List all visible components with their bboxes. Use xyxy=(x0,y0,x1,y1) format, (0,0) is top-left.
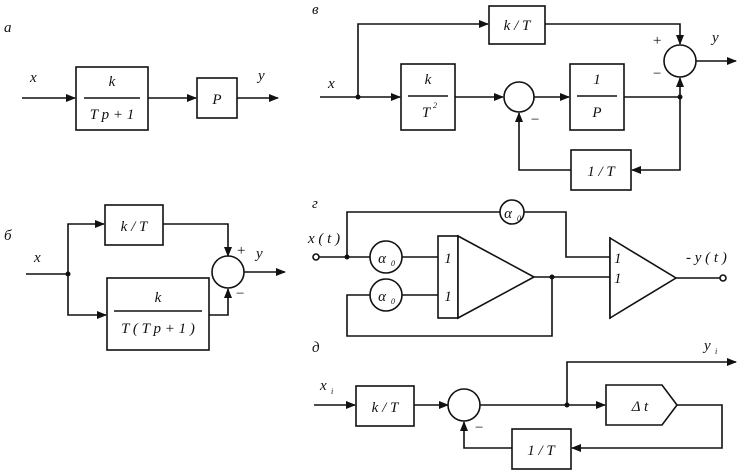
panel-v-inner-summer xyxy=(503,81,535,113)
panel-g-input-label: x ( t ) xyxy=(307,231,340,247)
panel-g-upper-branch xyxy=(346,211,500,257)
panel-d-fb-to-sum xyxy=(460,421,512,449)
panel-d-output-arrow xyxy=(566,358,737,405)
panel-a-label: а xyxy=(4,20,12,36)
panel-b-summer xyxy=(211,255,245,289)
panel-d-sign-minus: − xyxy=(474,420,484,436)
panel-v-block-top-text: k / T xyxy=(504,18,532,34)
panel-g-input-terminal xyxy=(312,253,320,261)
panel-v-output-label: y xyxy=(710,30,719,46)
panel-g-coef-top-to-amp2 xyxy=(524,211,610,258)
panel-d-block-fb xyxy=(511,428,572,470)
panel-v-block-mid-num: 1 xyxy=(593,72,601,88)
panel-d-input-label: x xyxy=(319,378,327,394)
panel-v-sign-minus: − xyxy=(652,66,662,82)
panel-v-top-to-sum xyxy=(545,23,684,45)
panel-b-block-bottom-den: T ( T p + 1 ) xyxy=(121,321,195,337)
panel-g-amp2 xyxy=(609,236,678,320)
panel-b-block-bottom-num: k xyxy=(155,290,162,306)
panel-b-output-label: y xyxy=(254,246,263,262)
panel-b-bottom-to-sum xyxy=(209,288,232,316)
panel-g-output-terminal xyxy=(719,274,727,282)
panel-a-block-p-text: P xyxy=(211,92,221,108)
panel-b-block-top xyxy=(104,204,164,246)
panel-v-block-left xyxy=(400,63,456,131)
panel-a: а x k T p + 1 P y xyxy=(4,20,279,131)
panel-v-block-fb-text: 1 / T xyxy=(587,164,616,180)
panel-g-coef-bottom xyxy=(369,278,403,312)
panel-v-upper-branch xyxy=(357,20,489,97)
panel-b-lower-branch xyxy=(67,274,107,319)
panel-g-amp2-in1: 1 xyxy=(614,251,622,267)
panel-v-outer-summer xyxy=(663,44,697,78)
panel-g-amp1-in1: 1 xyxy=(444,251,452,267)
panel-b-top-to-sum xyxy=(163,223,232,257)
panel-a-input-label: x xyxy=(29,70,37,86)
panel-g-coef-top-sub: 0 xyxy=(517,214,521,223)
panel-v-block-mid-den: P xyxy=(591,105,601,121)
panel-g-amp1-inputs xyxy=(437,235,459,319)
panel-d-block-delay-text: Δ t xyxy=(631,399,649,415)
panel-g-coef-mid xyxy=(369,240,403,274)
panel-v-block-left-num: k xyxy=(425,72,432,88)
panel-d-output-sub: i xyxy=(715,347,717,356)
panel-b-label: б xyxy=(4,228,12,244)
panel-v-block-left-sup: 2 xyxy=(433,101,437,110)
panel-a-output-label: y xyxy=(256,68,265,84)
panel-b-block-bottom xyxy=(106,277,210,351)
panel-g-output-label: - y ( t ) xyxy=(686,250,727,266)
panel-g-coef-mid-text: α xyxy=(378,251,387,267)
panel-b-sign-plus: + xyxy=(236,243,246,259)
panel-b: б x k / T k T ( T p + 1 ) + − y xyxy=(4,204,286,351)
panel-v-block-top xyxy=(488,5,546,45)
panel-g-coef-top-text: α xyxy=(504,206,513,222)
panel-v-feedback-line xyxy=(631,97,681,174)
panel-d-summer xyxy=(447,388,481,422)
panel-g-amp1 xyxy=(457,234,536,320)
panel-g-coef-bottom-sub: 0 xyxy=(391,297,395,306)
panel-b-sign-minus: − xyxy=(235,286,245,302)
panel-g-label: г xyxy=(312,196,318,212)
panel-a-block-p xyxy=(196,77,238,119)
panel-g-amp1-in2: 1 xyxy=(444,289,452,305)
panel-v-block-left-den: T xyxy=(422,105,432,121)
panel-g-coef-bottom-text: α xyxy=(378,289,387,305)
panel-v: в x k / T k T 2 − 1 P + − y 1 / T xyxy=(312,2,737,191)
panel-d-block-fb-text: 1 / T xyxy=(527,443,556,459)
panel-b-block-top-text: k / T xyxy=(121,219,149,235)
panel-b-upper-branch xyxy=(67,220,105,274)
panel-v-sign-plus: + xyxy=(652,33,662,49)
panel-b-input-label: x xyxy=(33,250,41,266)
panel-a-block-den: T p + 1 xyxy=(90,107,134,123)
panel-v-label: в xyxy=(312,2,319,18)
panel-d-input-sub: i xyxy=(331,387,333,396)
panel-g-coef-mid-sub: 0 xyxy=(391,259,395,268)
panel-d-label: д xyxy=(312,340,320,356)
panel-g: г x ( t ) α 0 α 0 α 0 1 1 1 1 - y ( t ) xyxy=(307,196,727,337)
panel-d-block-gain xyxy=(355,385,415,427)
panel-d-block-delay xyxy=(605,384,678,426)
panel-d-feedback-line xyxy=(571,404,723,452)
panel-g-amp2-in2: 1 xyxy=(614,271,622,287)
panel-v-inner-sign-minus: − xyxy=(530,112,540,128)
panel-v-fb-to-sum xyxy=(515,112,571,171)
panel-d-output-label: y xyxy=(702,338,711,354)
panel-d-block-gain-text: k / T xyxy=(372,400,400,416)
panel-d: д x i k / T − y i Δ t 1 / T xyxy=(312,338,737,470)
panel-v-input-label: x xyxy=(327,76,335,92)
panel-v-block-mid xyxy=(569,63,625,131)
panel-g-amp1-feedback xyxy=(346,277,553,337)
panel-a-block-num: k xyxy=(109,74,116,90)
